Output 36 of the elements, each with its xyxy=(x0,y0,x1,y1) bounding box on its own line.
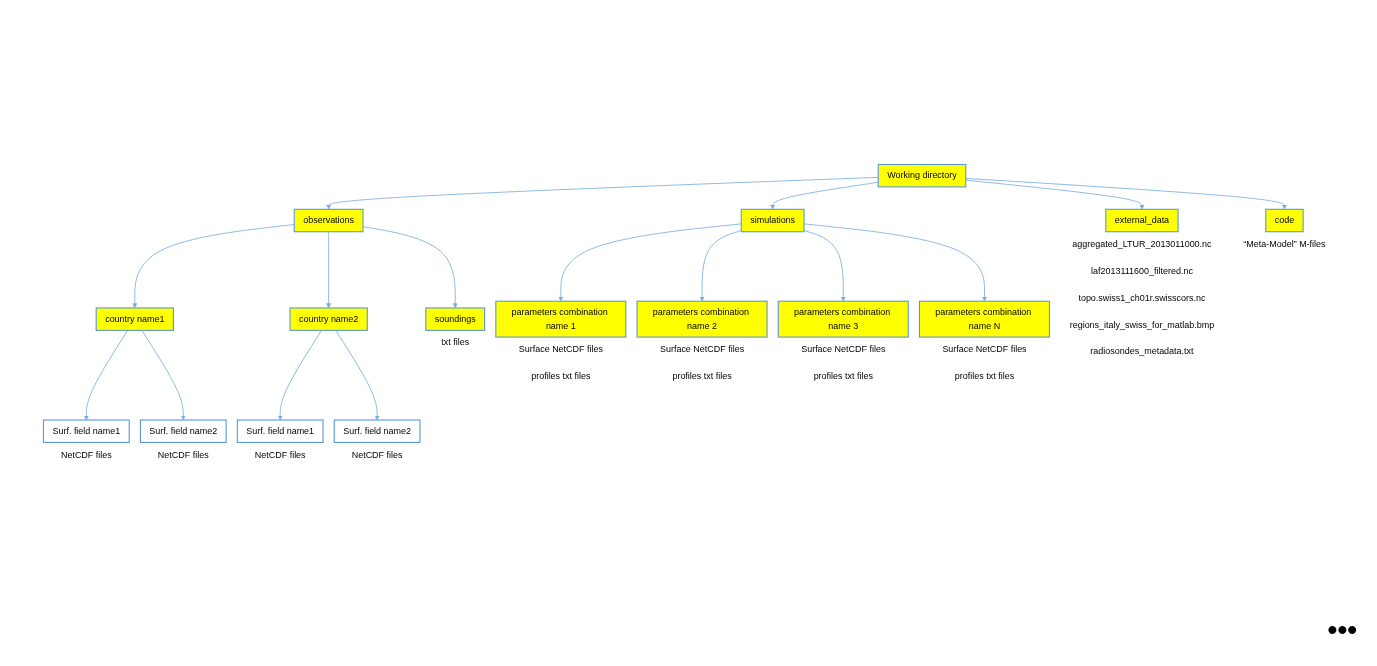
node-box: parameters combination name 3 xyxy=(777,301,909,339)
node-box: Surf. field name2 xyxy=(139,419,227,444)
node-label: Surface NetCDF files xyxy=(800,344,885,355)
node-box: simulations xyxy=(740,209,805,233)
node-label: profiles txt files xyxy=(954,371,1014,382)
node-box: code xyxy=(1264,209,1304,233)
node-label: NetCDF files xyxy=(60,450,112,460)
node-box: observations xyxy=(293,209,364,233)
node-label: topo.swiss1_ch01r.swisscors.nc xyxy=(1077,293,1205,303)
node-box: parameters combination name 1 xyxy=(494,301,626,339)
node-label: profiles txt files xyxy=(671,371,732,382)
node-label: laf2013111600_filtered.nc xyxy=(1090,266,1193,276)
node-box: Surf. field name2 xyxy=(333,419,420,444)
node-box: parameters combination name 2 xyxy=(636,301,768,339)
node-label: Surface NetCDF files xyxy=(941,344,1027,355)
node-label: “Meta-Model” M-files xyxy=(1242,239,1326,249)
node-box: country name1 xyxy=(95,307,174,332)
node-label: profiles txt files xyxy=(813,371,873,382)
node-label: NetCDF files xyxy=(351,450,403,460)
node-label: Surface NetCDF files xyxy=(518,344,603,355)
node-label: Surface NetCDF files xyxy=(659,344,744,355)
node-label: radiosondes_metadata.txt xyxy=(1089,347,1194,357)
node-box: country name2 xyxy=(288,307,368,332)
node-label: NetCDF files xyxy=(254,450,306,460)
node-box: parameters combination name N xyxy=(918,301,1050,339)
node-label: NetCDF files xyxy=(157,450,209,460)
node-box: Surf. field name1 xyxy=(42,419,130,444)
node-label: aggregated_LTUR_2013011000.nc xyxy=(1071,239,1212,249)
node-box: soundings xyxy=(424,307,485,332)
node-box: Surf. field name1 xyxy=(236,419,324,444)
node-label: regions_italy_swiss_for_matlab.bmp xyxy=(1069,320,1214,330)
node-box: Working directory xyxy=(877,164,966,188)
node-label: profiles txt files xyxy=(530,371,590,382)
node-label: txt files xyxy=(440,338,469,348)
ellipsis-mark: ••• xyxy=(1327,614,1357,645)
node-box: external_data xyxy=(1104,209,1179,233)
